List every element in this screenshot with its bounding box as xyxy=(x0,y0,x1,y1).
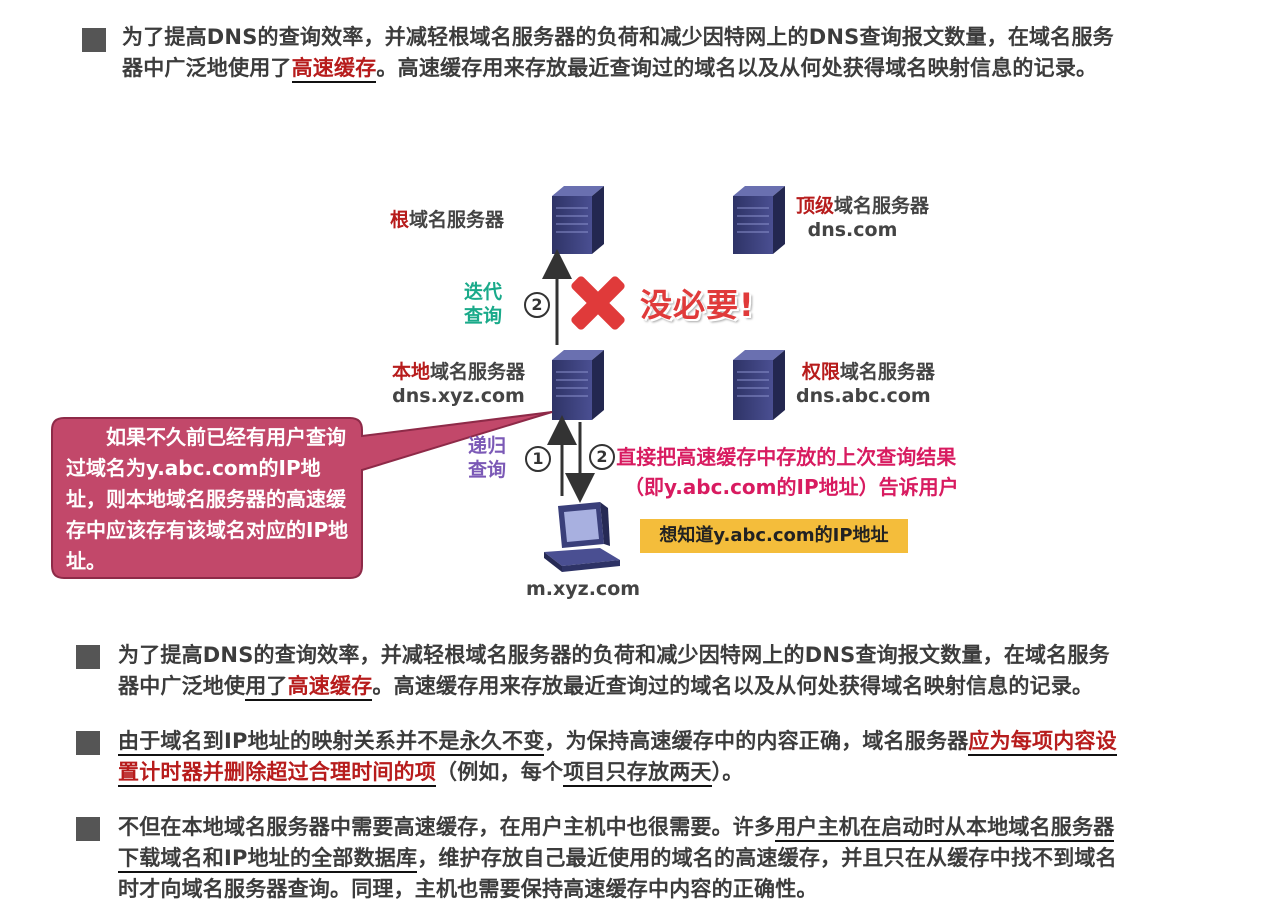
client-computer-icon xyxy=(544,502,620,572)
want-to-know-box: 想知道y.abc.com的IP地址 xyxy=(640,519,908,553)
top-paragraph: 为了提高DNS的查询效率，并减轻根域名服务器的负荷和减少因特网上的DNS查询报文… xyxy=(122,22,1232,84)
bullet-1: 为了提高DNS的查询效率，并减轻根域名服务器的负荷和减少因特网上的DNS查询报文… xyxy=(118,640,1238,702)
tld-server-label: 顶级域名服务器 dns.com xyxy=(796,195,930,241)
callout-bubble xyxy=(51,411,553,579)
local-server-label: 本地域名服务器 dns.xyz.com xyxy=(392,361,526,407)
bullet-square xyxy=(76,731,100,755)
local-server-icon xyxy=(552,350,604,420)
auth-server-label: 权限域名服务器 dns.abc.com xyxy=(796,360,941,408)
cross-icon xyxy=(571,276,625,330)
tld-server-icon xyxy=(733,186,785,254)
cache-highlight: 高速缓存 xyxy=(291,56,377,83)
recursive-query-label: 递归查询 xyxy=(468,435,507,481)
step-2-iterative: 2 xyxy=(524,292,550,318)
top-paragraph-line2: 器中广泛地使用了高速缓存。高速缓存用来存放最近查询过的域名以及从何处获得域名映射… xyxy=(122,53,1232,84)
bullet-2: 由于域名到IP地址的映射关系并不是永久不变，为保持高速缓存中的内容正确，域名服务… xyxy=(118,726,1248,788)
bullet-square xyxy=(76,645,100,669)
reply-text: 直接把高速缓存中存放的上次查询结果 （即y.abc.com的IP地址）告诉用户 xyxy=(616,445,959,499)
root-server-icon xyxy=(552,186,604,254)
client-host-label: m.xyz.com xyxy=(526,578,641,600)
auth-server-icon xyxy=(733,350,785,420)
top-paragraph-line1: 为了提高DNS的查询效率，并减轻根域名服务器的负荷和减少因特网上的DNS查询报文… xyxy=(122,25,1114,49)
bullet-square xyxy=(82,28,106,52)
bullet-3: 不但在本地域名服务器中需要高速缓存，在用户主机中也很需要。许多用户主机在启动时从… xyxy=(118,815,1117,901)
root-server-label: 根域名服务器 xyxy=(390,209,505,231)
auth-server-host: dns.abc.com xyxy=(796,385,931,407)
step-1-recursive: 1 xyxy=(525,446,551,472)
local-server-host: dns.xyz.com xyxy=(392,385,525,407)
not-needed-text: 没必要! xyxy=(640,286,755,324)
bullet-square xyxy=(76,817,100,841)
iterative-query-label: 迭代查询 xyxy=(464,281,503,327)
step-2-reply: 2 xyxy=(589,444,615,470)
callout-text: 如果不久前已经有用户查询过域名为y.abc.com的IP地址，则本地域名服务器的… xyxy=(66,425,349,573)
tld-server-host: dns.com xyxy=(807,219,898,241)
